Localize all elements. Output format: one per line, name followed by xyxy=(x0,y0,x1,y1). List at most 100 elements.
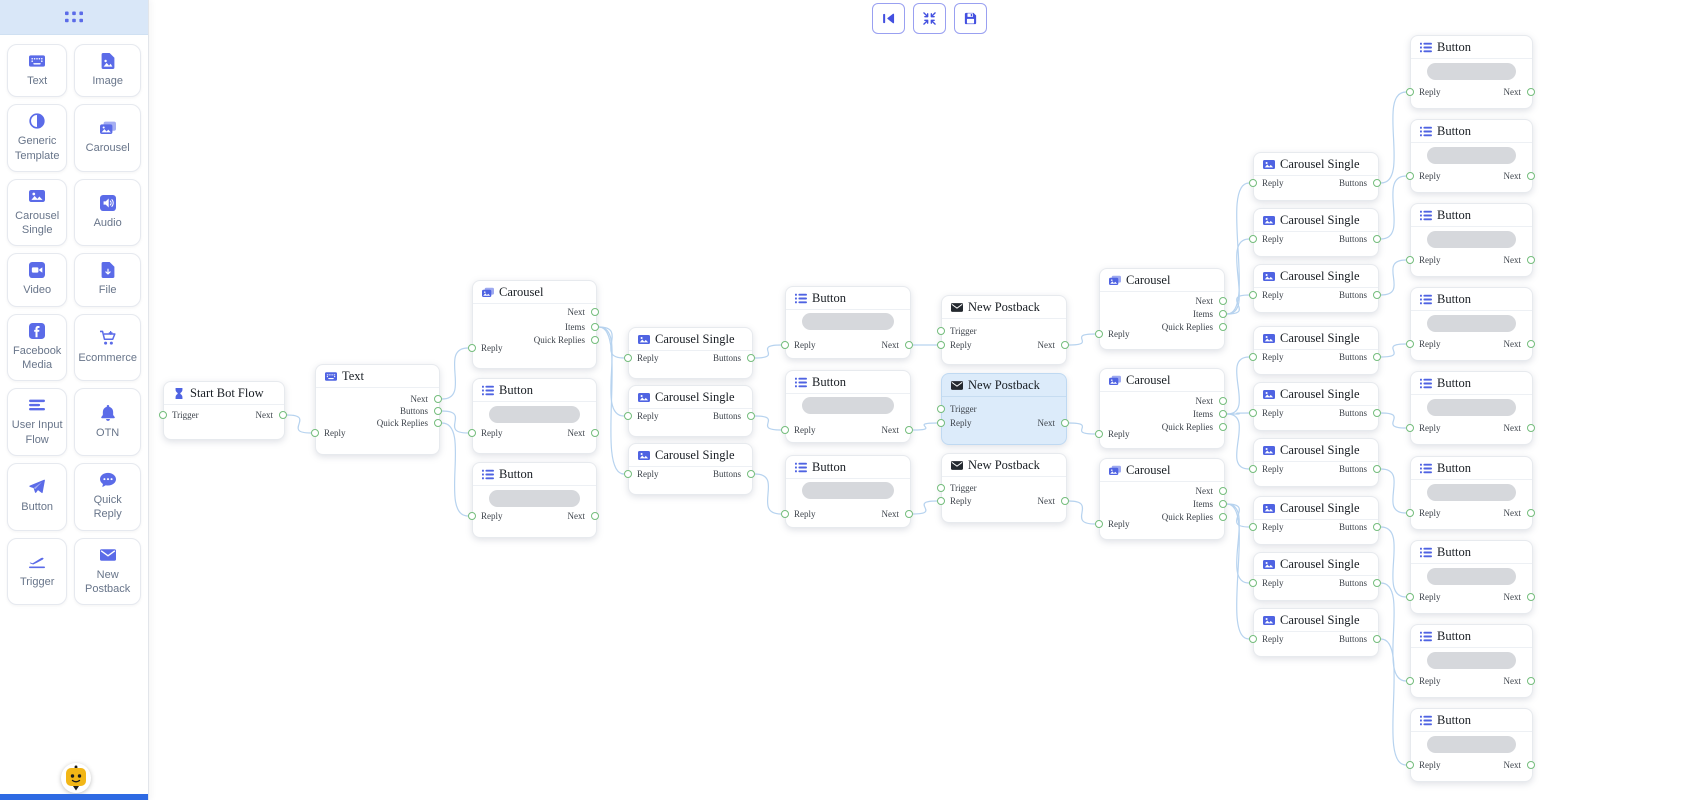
node-button-rb9[interactable]: Button xyxy=(1410,708,1533,782)
port-reply-in[interactable] xyxy=(781,510,789,518)
sidebar-item-text[interactable]: Text xyxy=(7,44,68,98)
port-reply-in[interactable] xyxy=(468,344,476,352)
sidebar-item-facebook-media[interactable]: Facebook Media xyxy=(7,313,68,382)
port-reply-in[interactable] xyxy=(937,419,945,427)
node-carousel-single-s5[interactable]: Carousel Single xyxy=(1253,382,1379,431)
rewind-button[interactable] xyxy=(872,3,905,34)
port-next-out[interactable] xyxy=(1527,424,1535,432)
node-carousel-car1[interactable]: Carousel xyxy=(472,280,597,369)
port-qreplies-out[interactable] xyxy=(1219,423,1227,431)
port-next-out[interactable] xyxy=(1527,593,1535,601)
port-reply-in[interactable] xyxy=(1249,409,1257,417)
port-reply-in[interactable] xyxy=(468,512,476,520)
port-reply-in[interactable] xyxy=(1095,520,1103,528)
port-next-out[interactable] xyxy=(1527,761,1535,769)
port-next-out[interactable] xyxy=(591,512,599,520)
node-new-postback-np2[interactable]: New Postback xyxy=(941,373,1067,445)
node-button-b5a[interactable]: Button xyxy=(785,286,911,359)
node-carousel-c7a[interactable]: Carousel xyxy=(1099,268,1225,350)
port-reply-in[interactable] xyxy=(1249,291,1257,299)
port-reply-in[interactable] xyxy=(1249,579,1257,587)
port-items-out[interactable] xyxy=(1219,410,1227,418)
sidebar-item-trigger[interactable]: Trigger xyxy=(7,537,68,606)
sidebar-item-file[interactable]: File xyxy=(74,253,141,307)
port-reply-in[interactable] xyxy=(1249,523,1257,531)
node-button-rb4[interactable]: Button xyxy=(1410,287,1533,361)
port-reply-in[interactable] xyxy=(1249,353,1257,361)
port-buttons-out[interactable] xyxy=(747,470,755,478)
node-button-btnA[interactable]: Button xyxy=(472,378,597,454)
port-next-out[interactable] xyxy=(1527,88,1535,96)
port-trigger-in[interactable] xyxy=(937,405,945,413)
port-reply-in[interactable] xyxy=(1406,509,1414,517)
port-reply-in[interactable] xyxy=(1095,430,1103,438)
port-reply-in[interactable] xyxy=(1406,677,1414,685)
node-new-postback-np3[interactable]: New Postback xyxy=(941,453,1067,523)
node-button-rb8[interactable]: Button xyxy=(1410,624,1533,698)
sidebar-item-button[interactable]: Button xyxy=(7,462,68,531)
port-reply-in[interactable] xyxy=(1406,256,1414,264)
port-reply-in[interactable] xyxy=(1249,235,1257,243)
node-carousel-c7b[interactable]: Carousel xyxy=(1099,368,1225,449)
node-carousel-c7c[interactable]: Carousel xyxy=(1099,458,1225,540)
port-next-out[interactable] xyxy=(1061,497,1069,505)
port-reply-in[interactable] xyxy=(1249,465,1257,473)
port-next-out[interactable] xyxy=(1061,341,1069,349)
port-qreplies-out[interactable] xyxy=(434,419,442,427)
port-reply-in[interactable] xyxy=(468,429,476,437)
port-buttons-out[interactable] xyxy=(1373,179,1381,187)
port-next-out[interactable] xyxy=(905,341,913,349)
sidebar-item-carousel-single[interactable]: Carousel Single xyxy=(7,178,68,247)
port-reply-in[interactable] xyxy=(311,429,319,437)
port-next-out[interactable] xyxy=(1527,677,1535,685)
port-next-out[interactable] xyxy=(905,426,913,434)
node-button-rb7[interactable]: Button xyxy=(1410,540,1533,614)
port-buttons-out[interactable] xyxy=(1373,635,1381,643)
port-qreplies-out[interactable] xyxy=(1219,323,1227,331)
port-next-out[interactable] xyxy=(1061,419,1069,427)
port-next-out[interactable] xyxy=(1527,340,1535,348)
node-carousel-single-s8[interactable]: Carousel Single xyxy=(1253,552,1379,601)
port-reply-in[interactable] xyxy=(624,354,632,362)
port-buttons-out[interactable] xyxy=(1373,353,1381,361)
node-button-rb3[interactable]: Button xyxy=(1410,203,1533,277)
port-items-out[interactable] xyxy=(1219,500,1227,508)
sidebar-item-user-input-flow[interactable]: User Input Flow xyxy=(7,388,68,456)
apps-grid-icon[interactable] xyxy=(65,11,83,24)
port-next-out[interactable] xyxy=(591,429,599,437)
node-carousel-single-s3[interactable]: Carousel Single xyxy=(1253,264,1379,313)
sidebar-item-new-postback[interactable]: New Postback xyxy=(74,537,141,606)
bot-avatar[interactable] xyxy=(61,763,91,793)
node-button-b5c[interactable]: Button xyxy=(785,455,911,528)
port-next-out[interactable] xyxy=(1527,172,1535,180)
port-buttons-out[interactable] xyxy=(1373,465,1381,473)
sidebar-item-image[interactable]: Image xyxy=(74,44,141,98)
node-carousel-single-cs3[interactable]: Carousel Single xyxy=(628,443,753,495)
save-button[interactable] xyxy=(954,3,987,34)
node-button-btnB[interactable]: Button xyxy=(472,462,597,538)
port-reply-in[interactable] xyxy=(781,426,789,434)
port-buttons-out[interactable] xyxy=(1373,235,1381,243)
sidebar-item-video[interactable]: Video xyxy=(7,253,68,307)
port-trigger-in[interactable] xyxy=(159,411,167,419)
node-carousel-single-cs2[interactable]: Carousel Single xyxy=(628,385,753,437)
port-next-out[interactable] xyxy=(279,411,287,419)
port-reply-in[interactable] xyxy=(624,412,632,420)
port-reply-in[interactable] xyxy=(781,341,789,349)
port-reply-in[interactable] xyxy=(1406,761,1414,769)
sidebar-item-carousel[interactable]: Carousel xyxy=(74,104,141,172)
node-button-rb2[interactable]: Button xyxy=(1410,119,1533,193)
port-items-out[interactable] xyxy=(1219,310,1227,318)
port-next-out[interactable] xyxy=(591,308,599,316)
node-carousel-single-s6[interactable]: Carousel Single xyxy=(1253,438,1379,487)
port-next-out[interactable] xyxy=(1219,487,1227,495)
node-carousel-single-s2[interactable]: Carousel Single xyxy=(1253,208,1379,257)
port-reply-in[interactable] xyxy=(1095,330,1103,338)
sidebar-item-audio[interactable]: Audio xyxy=(74,178,141,247)
port-items-out[interactable] xyxy=(591,323,599,331)
sidebar-item-ecommerce[interactable]: Ecommerce xyxy=(74,313,141,382)
port-qreplies-out[interactable] xyxy=(1219,513,1227,521)
port-buttons-out[interactable] xyxy=(434,407,442,415)
port-reply-in[interactable] xyxy=(937,341,945,349)
